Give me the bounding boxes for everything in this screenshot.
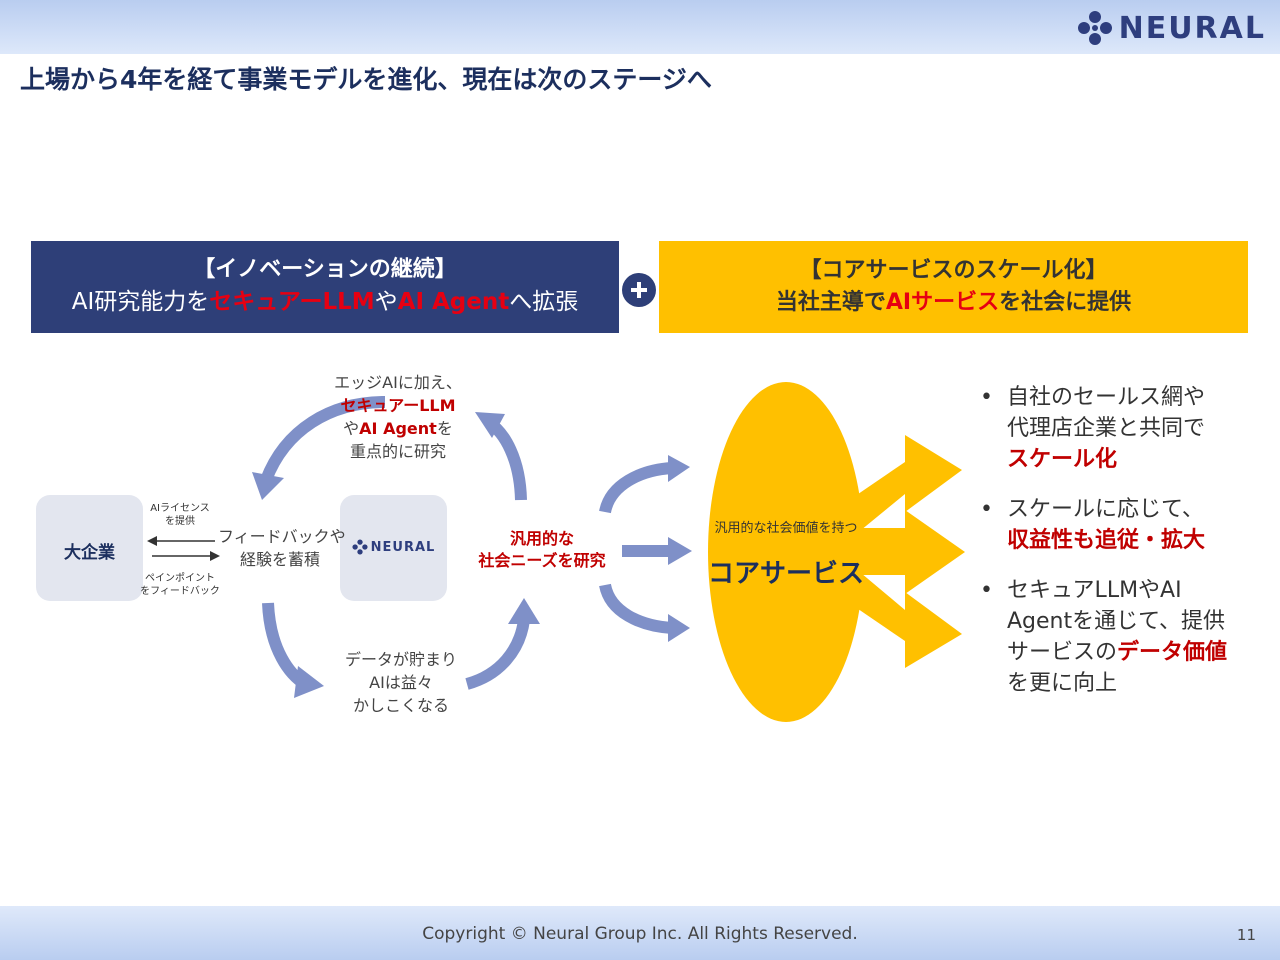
fan-arrow-down bbox=[599, 583, 673, 634]
copyright-text: Copyright © Neural Group Inc. All Rights… bbox=[422, 924, 858, 944]
scale-arrow-up bbox=[842, 435, 962, 535]
innovation-text-c: や bbox=[374, 289, 398, 315]
fan-arrowhead-down bbox=[668, 614, 690, 642]
benefit-3-line-3: サービスのデータ価値 bbox=[1007, 637, 1270, 668]
company-logo: NEURAL bbox=[1077, 8, 1266, 48]
cycle-arrowhead-top-left bbox=[252, 472, 284, 500]
data-line-3: かしこくなる bbox=[352, 696, 449, 715]
scale-title: 【コアサービスのスケール化】 bbox=[799, 258, 1108, 283]
bullet-dot: • bbox=[980, 385, 993, 410]
benefit-1-line-1: 自社のセールス網や bbox=[1007, 385, 1206, 410]
benefit-3-line-2: Agentを通じて、提供 bbox=[1007, 609, 1226, 634]
core-service-label: コアサービス bbox=[707, 559, 864, 589]
neural-box bbox=[340, 495, 447, 601]
license-label: AIライセンス を提供 bbox=[140, 502, 220, 528]
footer-bar bbox=[0, 906, 1280, 960]
research-line-1: エッジAIに加え、 bbox=[334, 373, 462, 392]
enterprise-label: 大企業 bbox=[64, 543, 115, 563]
innovation-text-e: へ拡張 bbox=[509, 289, 579, 315]
research-line-3: やAI Agentを bbox=[318, 417, 478, 440]
benefit-item: • スケールに応じて、 収益性も追従・拡大 bbox=[980, 494, 1270, 556]
innovation-title: 【イノベーションの継続】 bbox=[193, 257, 457, 282]
page-title: 上場から4年を経て事業モデルを進化、現在は次のステージへ bbox=[20, 65, 712, 94]
neural-box-logo: NEURAL bbox=[340, 539, 447, 555]
data-accumulation-label: データが貯まり AIは益々 かしこくなる bbox=[318, 648, 484, 717]
feedback-label: フィードバックや 経験を蓄積 bbox=[218, 525, 346, 571]
social-needs-label: 汎用的な 社会ニーズを研究 bbox=[468, 528, 616, 572]
cycle-arrowhead-bottom-left bbox=[294, 666, 324, 698]
license-line-2: を提供 bbox=[165, 516, 195, 527]
data-line-2: AIは益々 bbox=[369, 673, 433, 692]
cycle-arrow-top-left bbox=[260, 396, 386, 483]
feedback-line-2: 経験を蓄積 bbox=[239, 550, 320, 569]
scale-text-c: を社会に提供 bbox=[999, 290, 1132, 315]
social-needs-line-1: 汎用的な bbox=[509, 529, 574, 548]
social-needs-line-2: 社会ニーズを研究 bbox=[478, 551, 606, 570]
fan-arrowhead-mid bbox=[668, 537, 692, 565]
logo-text: NEURAL bbox=[1118, 10, 1266, 46]
core-service-subtitle: 汎用的な社会価値を持つ bbox=[714, 521, 858, 536]
scale-arrow-mid bbox=[850, 510, 965, 594]
cycle-arrow-bottom-right bbox=[465, 618, 530, 690]
plus-icon bbox=[622, 273, 656, 307]
innovation-text-a: AI研究能力を bbox=[71, 289, 210, 315]
cycle-arrowhead-bottom-right bbox=[508, 598, 540, 624]
innovation-text-b: セキュアーLLM bbox=[209, 289, 375, 315]
painpoint-label: ペインポイント をフィードバック bbox=[140, 572, 220, 598]
benefit-2-line-2: 収益性も追従・拡大 bbox=[1007, 528, 1206, 553]
bullet-dot: • bbox=[980, 578, 993, 603]
enterprise-box bbox=[36, 495, 143, 601]
benefit-3-line-3a: サービスの bbox=[1007, 640, 1118, 665]
innovation-text-d: AI Agent bbox=[397, 289, 510, 315]
neural-logo-icon bbox=[1077, 11, 1112, 45]
bullet-dot: • bbox=[980, 497, 993, 522]
research-focus-label: エッジAIに加え、 セキュアーLLM やAI Agentを 重点的に研究 bbox=[318, 371, 478, 463]
innovation-text: AI研究能力をセキュアーLLMやAI Agentへ拡張 bbox=[31, 285, 619, 319]
benefit-item: • セキュアLLMやAI Agentを通じて、提供 サービスのデータ価値 を更に… bbox=[980, 575, 1270, 699]
header-bar bbox=[0, 0, 1280, 54]
benefit-3-line-4: を更に向上 bbox=[1007, 671, 1118, 696]
research-line-3a: や bbox=[343, 419, 360, 438]
page-number: 11 bbox=[1236, 926, 1256, 944]
benefit-3-line-1: セキュアLLMやAI bbox=[1007, 578, 1182, 603]
license-line-1: AIライセンス bbox=[150, 503, 210, 514]
cycle-arrowhead-top-right bbox=[475, 412, 505, 438]
research-line-3b: AI Agent bbox=[359, 419, 437, 438]
core-service-ellipse bbox=[708, 382, 864, 722]
fan-arrowhead-up bbox=[668, 455, 690, 482]
research-line-4: 重点的に研究 bbox=[349, 442, 446, 461]
research-line-2: セキュアーLLM bbox=[340, 396, 456, 415]
feedback-line-1: フィードバックや bbox=[218, 527, 346, 546]
scale-arrow-down bbox=[842, 568, 962, 668]
benefit-3-line-3b: データ価値 bbox=[1117, 640, 1228, 665]
research-line-3c: を bbox=[436, 419, 453, 438]
benefit-item: • 自社のセールス網や 代理店企業と共同で スケール化 bbox=[980, 382, 1270, 475]
benefit-1-line-2: 代理店企業と共同で bbox=[1007, 416, 1206, 441]
scale-text-a: 当社主導で bbox=[775, 290, 886, 315]
neural-small-logo-icon bbox=[352, 539, 368, 555]
scale-text-b: AIサービス bbox=[885, 290, 1000, 315]
painpoint-line-2: をフィードバック bbox=[140, 586, 220, 597]
innovation-box: 【イノベーションの継続】 AI研究能力をセキュアーLLMやAI Agentへ拡張 bbox=[31, 241, 619, 333]
benefit-1-line-3: スケール化 bbox=[1007, 447, 1118, 472]
benefit-2-line-1: スケールに応じて、 bbox=[1007, 497, 1204, 522]
fan-arrow-up bbox=[599, 462, 673, 514]
data-line-1: データが貯まり bbox=[344, 650, 457, 669]
benefit-list: • 自社のセールス網や 代理店企業と共同で スケール化 • スケールに応じて、 … bbox=[980, 382, 1270, 718]
scale-text: 当社主導でAIサービスを社会に提供 bbox=[659, 287, 1248, 319]
painpoint-line-1: ペインポイント bbox=[145, 573, 215, 584]
neural-box-text: NEURAL bbox=[370, 539, 436, 555]
scale-box: 【コアサービスのスケール化】 当社主導でAIサービスを社会に提供 bbox=[659, 241, 1248, 333]
